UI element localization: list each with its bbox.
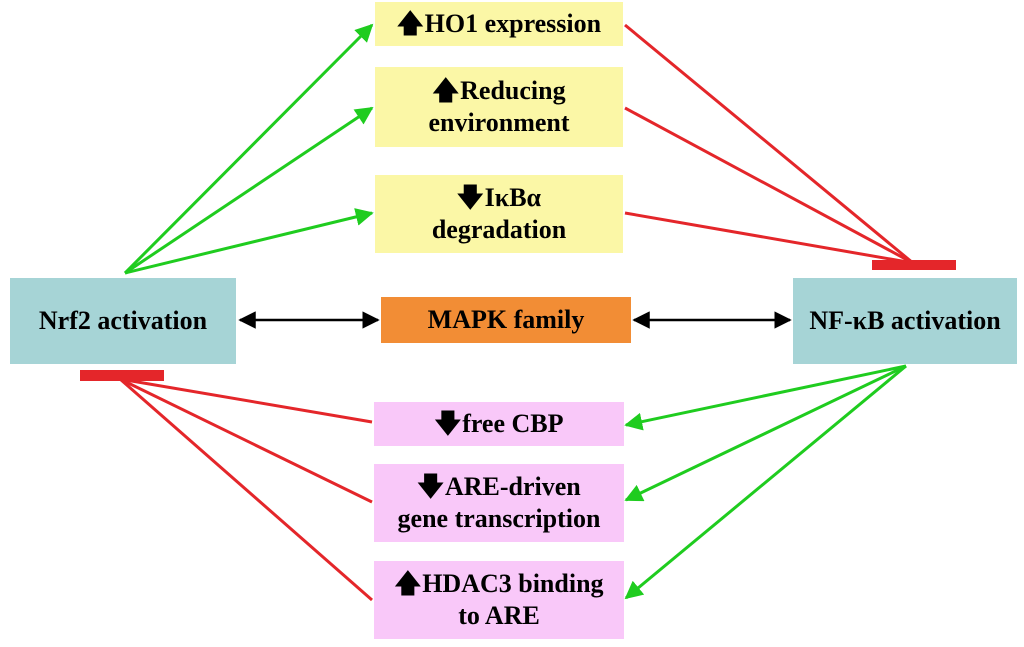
hdac3-binding-box: 🡅 HDAC3 binding to ARE bbox=[374, 561, 624, 639]
are-inhibits-nrf2-line bbox=[119, 377, 373, 504]
free-cbp-box: 🡇 free CBP bbox=[374, 402, 624, 446]
ho1-expression-box: 🡅 HO1 expression bbox=[375, 2, 623, 46]
up-arrow-icon: 🡅 bbox=[432, 75, 460, 106]
are-driven-label: ARE-driven bbox=[444, 471, 581, 501]
reducing-label: Reducing bbox=[460, 75, 566, 105]
nfkb-to-hdac3-arrow bbox=[624, 364, 907, 600]
nrf2-activation-label: Nrf2 activation bbox=[38, 305, 208, 335]
to-are-label: to ARE bbox=[458, 601, 540, 630]
ho1-inhibits-nfkb-line bbox=[624, 23, 914, 265]
cbp-inhibits-nrf2-line bbox=[119, 377, 373, 424]
nrf2-to-reducing-arrow bbox=[124, 106, 374, 275]
nrf2-inhibition-bar bbox=[80, 370, 164, 381]
hdac3-inhibits-nrf2-line bbox=[119, 377, 373, 602]
free-cbp-label: free CBP bbox=[462, 408, 564, 438]
ikba-inhibits-nfkb-line bbox=[624, 211, 914, 265]
environment-label: environment bbox=[428, 108, 570, 137]
nfkb-activation-node: NF-κB activation bbox=[793, 278, 1017, 364]
up-arrow-icon: 🡅 bbox=[394, 568, 422, 599]
down-arrow-icon: 🡇 bbox=[434, 408, 462, 439]
nrf2-to-ikba-arrow bbox=[124, 208, 374, 275]
nfkb-to-are-arrow bbox=[624, 364, 907, 502]
down-arrow-icon: 🡇 bbox=[417, 471, 444, 502]
down-arrow-icon: 🡇 bbox=[456, 182, 484, 213]
ikba-label: IκBα bbox=[484, 182, 542, 212]
ikba-degradation-box: 🡇 IκBα degradation bbox=[375, 175, 623, 253]
up-arrow-icon: 🡅 bbox=[396, 8, 424, 39]
reducing-inhibits-nfkb-line bbox=[624, 106, 914, 265]
are-driven-transcription-box: 🡇 ARE-driven gene transcription bbox=[374, 464, 624, 542]
reducing-environment-box: 🡅 Reducing environment bbox=[375, 67, 623, 147]
nrf2-activation-node: Nrf2 activation bbox=[10, 278, 236, 364]
nfkb-inhibition-bar bbox=[872, 260, 956, 270]
ho1-expression-label: HO1 expression bbox=[424, 8, 602, 38]
nfkb-to-cbp-arrow bbox=[624, 364, 907, 431]
degradation-label: degradation bbox=[431, 215, 567, 244]
mapk-family-label: MAPK family bbox=[427, 304, 585, 334]
nfkb-activation-label: NF-κB activation bbox=[809, 305, 1001, 335]
gene-transcription-label: gene transcription bbox=[397, 504, 601, 533]
nrf2-to-ho1-arrow bbox=[123, 23, 374, 275]
hdac3-binding-label: HDAC3 binding bbox=[422, 568, 604, 598]
mapk-family-node: MAPK family bbox=[381, 297, 631, 343]
